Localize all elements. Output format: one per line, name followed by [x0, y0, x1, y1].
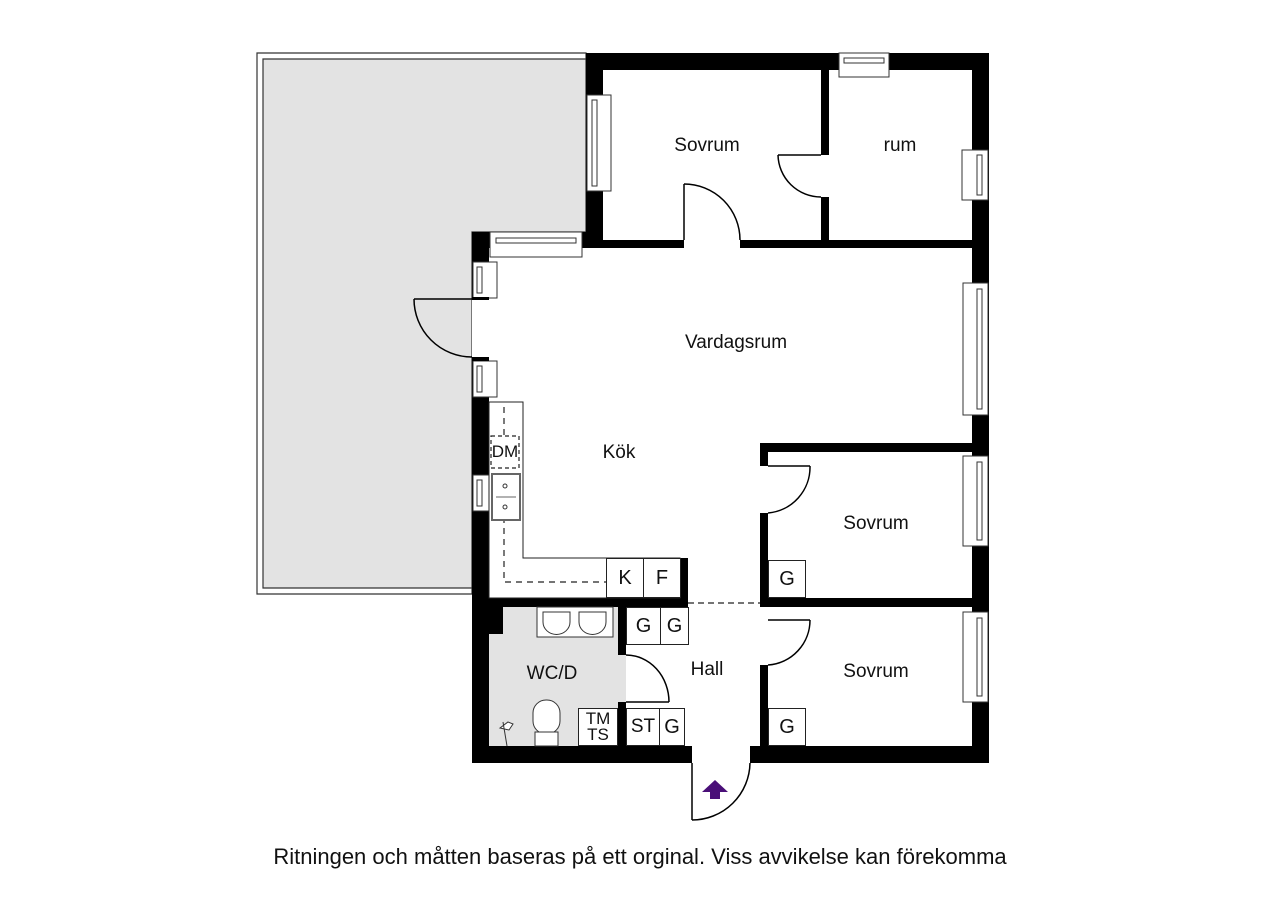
disclaimer-caption: Ritningen och måtten baseras på ett orgi…: [273, 844, 1007, 869]
room-label-vardagsrum: Vardagsrum: [684, 332, 788, 353]
freezer-box-k: K: [606, 558, 644, 598]
room-label-sovrum-2: Sovrum: [843, 513, 909, 534]
room-label-kok: Kök: [602, 442, 636, 463]
terrace: [256, 52, 587, 595]
doors: [413, 154, 822, 821]
wc-fixtures: [498, 606, 614, 747]
fridge-box-f: F: [643, 558, 681, 598]
dryer-label-ts: TS: [587, 725, 609, 744]
room-label-rum: rum: [883, 135, 917, 156]
storage-box-st: ST: [626, 708, 660, 746]
washer-dryer-box: TM TS: [578, 708, 618, 746]
dishwasher-label: DM: [491, 442, 519, 461]
wardrobe-box-hall-2: G: [660, 607, 689, 645]
entrance-arrow-icon: [702, 780, 728, 799]
washer-label-tm: TM: [585, 709, 611, 728]
room-label-sovrum-3: Sovrum: [843, 661, 909, 682]
windows: [472, 52, 989, 703]
wardrobe-box-hall-1: G: [626, 607, 661, 645]
wardrobe-box-sovrum-3: G: [768, 708, 806, 746]
room-label-wc-d: WC/D: [526, 663, 578, 684]
room-label-hall: Hall: [690, 659, 724, 680]
room-label-sovrum-1: Sovrum: [674, 135, 740, 156]
interior-walls: [472, 70, 972, 746]
wardrobe-box-hall-3: G: [659, 708, 685, 746]
wardrobe-box-sovrum-2: G: [768, 560, 806, 598]
